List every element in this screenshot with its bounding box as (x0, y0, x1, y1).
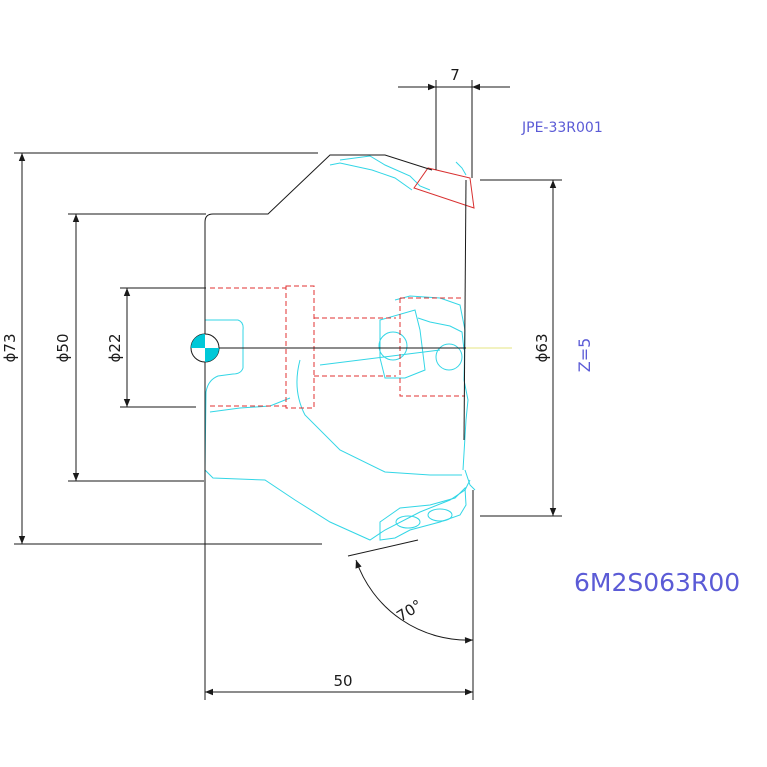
dimension-angle-70-label: 70° (393, 596, 425, 625)
dimension-width-7 (398, 80, 510, 178)
cutter-body (204, 155, 476, 541)
dimension-d50-label: ϕ50 (54, 334, 72, 363)
insert-code-label: JPE-33R001 (521, 120, 603, 136)
dimension-d22 (120, 287, 206, 408)
part-code-label: 6M2S063R00 (574, 568, 740, 597)
dimension-d63 (480, 179, 562, 517)
tool-outline (204, 154, 467, 470)
dimension-length-50 (204, 470, 474, 700)
dimension-d50 (68, 213, 206, 482)
dimension-d73-label: ϕ73 (1, 334, 19, 363)
insert-outline (413, 167, 475, 209)
teeth-count-label: Z=5 (575, 338, 594, 373)
dimension-angle-70 (347, 539, 474, 644)
dimension-length-50-label: 50 (333, 672, 352, 690)
dimension-d73 (14, 152, 322, 545)
dimension-d22-label: ϕ22 (106, 334, 124, 363)
dimension-d63-label: ϕ63 (533, 334, 551, 363)
datum-symbol (190, 333, 220, 363)
dimension-width-7-label: 7 (450, 66, 460, 84)
hidden-bore-lines (210, 285, 465, 409)
